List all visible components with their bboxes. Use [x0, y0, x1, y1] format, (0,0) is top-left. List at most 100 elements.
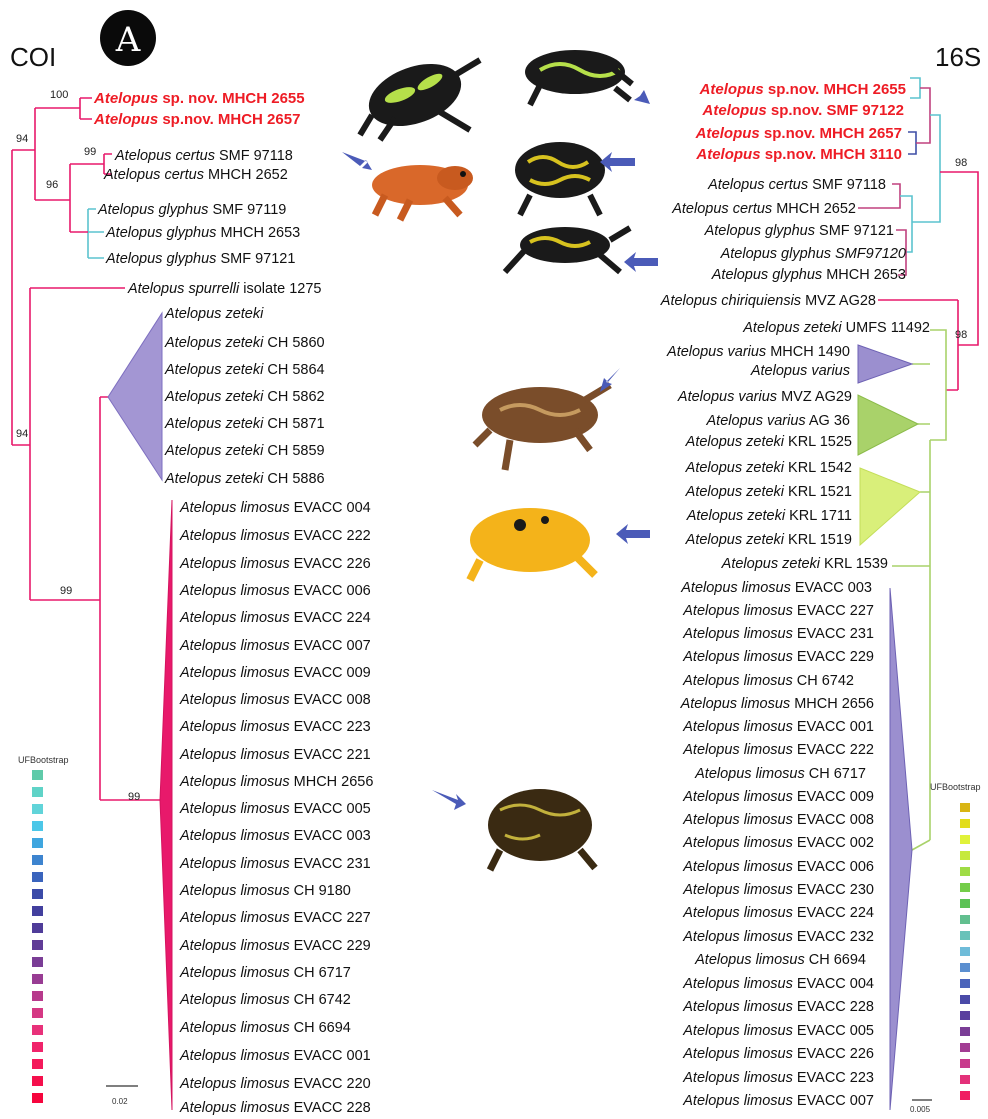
taxon-label: Atelopus limosus EVACC 009	[179, 665, 371, 681]
taxon-specimen-id: EVACC 229	[793, 649, 874, 665]
taxon-label: Atelopus glyphus MHCH 2653	[105, 225, 300, 241]
taxon-label: Atelopus limosus EVACC 229	[682, 649, 874, 665]
taxon-specimen-id: EVACC 231	[793, 626, 874, 642]
taxon-specimen-id: CH 5860	[263, 335, 324, 351]
taxon-genus-species: Atelopus zeteki	[742, 320, 842, 336]
taxon-label: Atelopus limosus EVACC 226	[682, 1046, 874, 1062]
taxon-label: Atelopus limosus EVACC 222	[682, 742, 874, 758]
taxon-specimen-id: EVACC 224	[290, 610, 371, 626]
taxon-specimen-id: EVACC 228	[793, 999, 874, 1015]
legend-swatch	[960, 883, 970, 892]
legend-swatch	[960, 995, 970, 1004]
taxon-specimen-id: EVACC 230	[793, 882, 874, 898]
support-value: 99	[84, 146, 96, 158]
taxon-specimen-id: CH 6694	[805, 952, 866, 968]
taxon-label: Atelopus limosus CH 9180	[179, 883, 351, 899]
taxon-label: Atelopus zeteki CH 5886	[164, 471, 325, 487]
taxon-specimen-id: EVACC 001	[793, 719, 874, 735]
taxon-specimen-id: sp.nov. MHCH 3110	[761, 146, 902, 163]
taxon-label: Atelopus limosus EVACC 224	[682, 905, 874, 921]
branch-root	[12, 150, 35, 445]
legend-swatch	[960, 899, 970, 908]
frog-photo-zeteki	[470, 508, 595, 580]
taxon-specimen-id: EVACC 007	[793, 1093, 874, 1109]
branch-r-varius-zeteki	[930, 330, 946, 440]
16s-title: 16S	[935, 42, 981, 72]
legend-swatch	[32, 957, 43, 967]
taxon-genus-species: Atelopus varius	[666, 344, 766, 360]
taxon-specimen-id: KRL 1539	[820, 556, 888, 572]
taxon-genus-species: Atelopus limosus	[179, 1048, 290, 1064]
legend-swatch	[32, 889, 43, 899]
taxon-specimen-id: EVACC 231	[290, 856, 371, 872]
taxon-label: Atelopus zeteki CH 5871	[164, 416, 325, 432]
taxon-genus-species: Atelopus limosus	[179, 938, 290, 954]
branch-r-spnov-b	[908, 132, 916, 154]
taxon-genus-species: Atelopus limosus	[179, 828, 290, 844]
taxon-genus-species: Atelopus limosus	[682, 626, 793, 642]
taxon-genus-species: Atelopus limosus	[179, 692, 290, 708]
taxon-specimen-id: CH 6742	[290, 992, 351, 1008]
taxon-label: Atelopus limosus EVACC 009	[682, 789, 874, 805]
arrow-icon	[624, 252, 658, 272]
legend-swatch	[960, 979, 970, 988]
legend-swatch	[960, 1043, 970, 1052]
taxon-label: Atelopus limosus EVACC 008	[179, 692, 371, 708]
legend-swatch	[960, 1075, 970, 1084]
taxon-genus-species: Atelopus	[695, 125, 760, 142]
legend-swatch	[32, 872, 43, 882]
branch-certus-glyphus	[70, 164, 104, 232]
branch-r-spnov	[916, 88, 930, 143]
branch-r-subclades	[912, 364, 930, 424]
taxon-specimen-id: EVACC 004	[793, 976, 874, 992]
taxon-specimen-id: EVACC 001	[290, 1048, 371, 1064]
taxon-genus-species: Atelopus limosus	[680, 580, 791, 596]
taxon-genus-species: Atelopus certus	[671, 201, 772, 217]
taxon-label: Atelopus zeteki KRL 1519	[685, 532, 852, 548]
taxon-label: Atelopus limosus EVACC 231	[682, 626, 874, 642]
branch-r-root	[940, 172, 978, 345]
legend-title: UFBootstrap	[930, 782, 981, 792]
16s-bootstrap-legend: UFBootstrap 0.005	[910, 782, 981, 1114]
taxon-genus-species: Atelopus limosus	[179, 583, 290, 599]
taxon-specimen-id: MHCH 2652	[204, 167, 288, 183]
taxon-label: Atelopus limosus CH 6717	[694, 766, 866, 782]
16s-zeteki-krl-clade	[860, 468, 920, 545]
legend-swatch	[960, 1059, 970, 1068]
taxon-label: Atelopus zeteki	[164, 306, 264, 322]
legend-swatch	[32, 1008, 43, 1018]
taxon-genus-species: Atelopus limosus	[179, 1020, 290, 1036]
taxon-label: Atelopus limosus EVACC 232	[682, 929, 874, 945]
coi-zeteki-clade	[108, 313, 162, 480]
16s-varius-zeteki-clade	[858, 395, 918, 455]
branch-r-spnov-a	[910, 78, 920, 98]
legend-title: UFBootstrap	[18, 755, 69, 765]
taxon-genus-species: Atelopus zeteki	[164, 306, 264, 322]
taxon-genus-species: Atelopus certus	[114, 148, 215, 164]
arrow-icon	[342, 152, 372, 170]
panel-letter: A	[115, 20, 141, 60]
taxon-label: Atelopus sp. nov. MHCH 2655	[93, 90, 305, 107]
taxon-specimen-id: CH 5886	[263, 471, 324, 487]
taxon-genus-species: Atelopus limosus	[179, 665, 290, 681]
taxon-specimen-id: EVACC 227	[793, 603, 874, 619]
taxon-genus-species: Atelopus limosus	[682, 1093, 793, 1109]
legend-swatch	[32, 940, 43, 950]
taxon-specimen-id: EVACC 228	[290, 1100, 371, 1116]
taxon-specimen-id: MVZ AG28	[801, 293, 876, 309]
coi-limosus-clade	[160, 500, 172, 1110]
taxon-specimen-id: CH 5859	[263, 443, 324, 459]
taxon-genus-species: Atelopus zeteki	[164, 362, 264, 378]
taxon-genus-species: Atelopus limosus	[179, 556, 290, 572]
taxon-specimen-id: EVACC 222	[793, 742, 874, 758]
taxon-genus-species: Atelopus limosus	[682, 976, 793, 992]
taxon-genus-species: Atelopus limosus	[682, 905, 793, 921]
taxon-specimen-id: MHCH 1490	[766, 344, 850, 360]
taxon-specimen-id: EVACC 222	[290, 528, 371, 544]
legend-swatch	[960, 803, 970, 812]
taxon-genus-species: Atelopus limosus	[682, 673, 793, 689]
taxon-specimen-id: EVACC 009	[290, 665, 371, 681]
legend-swatch	[960, 1091, 970, 1100]
taxon-label: Atelopus zeteki CH 5860	[164, 335, 325, 351]
taxon-genus-species: Atelopus certus	[707, 177, 808, 193]
